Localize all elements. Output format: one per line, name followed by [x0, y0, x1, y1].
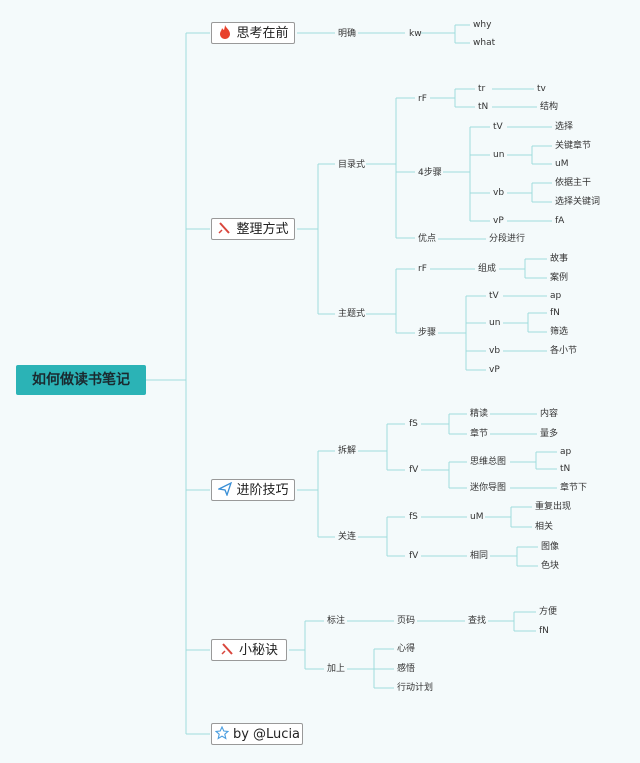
node-biaozhu[interactable]: 标注: [327, 616, 346, 626]
node-why[interactable]: why: [473, 20, 492, 30]
node-chaijie[interactable]: 拆解: [338, 446, 357, 456]
branch-author[interactable]: by @Lucia: [211, 723, 303, 745]
node-un[interactable]: un: [489, 318, 501, 328]
node-buzhou[interactable]: 步骤: [418, 328, 437, 338]
node-fangbian[interactable]: 方便: [539, 607, 558, 617]
node-buzhou4[interactable]: 4步骤: [418, 168, 442, 178]
node-gushi[interactable]: 故事: [550, 254, 569, 264]
node-zhutishi[interactable]: 主题式: [338, 309, 366, 319]
node-kw[interactable]: kw: [409, 29, 422, 39]
node-zhangjie[interactable]: 章节: [470, 429, 489, 439]
node-tV[interactable]: tV: [493, 122, 503, 132]
node-siweizongtu[interactable]: 思维总图: [470, 457, 507, 467]
node-fV[interactable]: fV: [409, 551, 419, 561]
node-what[interactable]: what: [473, 38, 496, 48]
branch-label: 进阶技巧: [236, 483, 289, 498]
node-anli[interactable]: 案例: [550, 273, 569, 283]
node-fN[interactable]: fN: [539, 626, 549, 636]
branch-label: 整理方式: [236, 222, 289, 237]
node-fenduanjinxing[interactable]: 分段进行: [489, 234, 526, 244]
node-fV[interactable]: fV: [409, 465, 419, 475]
node-yema[interactable]: 页码: [397, 616, 416, 626]
node-xuanze[interactable]: 选择: [555, 122, 574, 132]
node-tN[interactable]: tN: [560, 464, 571, 474]
node-un[interactable]: un: [493, 150, 505, 160]
pen-icon: [220, 640, 236, 662]
branch-advanced-skills[interactable]: 进阶技巧: [211, 479, 295, 501]
branch-label: 小秘诀: [238, 643, 278, 658]
node-zhangjiexia[interactable]: 章节下: [560, 483, 588, 493]
node-xuanzeguanjianci[interactable]: 选择关键词: [555, 197, 601, 207]
node-chongfuchuxian[interactable]: 重复出现: [535, 502, 572, 512]
star-icon: [214, 724, 230, 746]
node-jingdu[interactable]: 精读: [470, 409, 489, 419]
node-uM[interactable]: uM: [555, 159, 569, 169]
node-guanlian[interactable]: 关连: [338, 532, 357, 542]
branch-little-secrets[interactable]: 小秘诀: [211, 639, 287, 661]
node-liangduo[interactable]: 量多: [540, 429, 559, 439]
node-xiangguan[interactable]: 相关: [535, 522, 554, 532]
node-jiashang[interactable]: 加上: [327, 664, 346, 674]
node-tv[interactable]: tv: [537, 84, 546, 94]
node-sekuai[interactable]: 色块: [541, 561, 560, 571]
node-shaixuan[interactable]: 筛选: [550, 327, 569, 337]
branch-organize-method[interactable]: 整理方式: [211, 218, 295, 240]
branch-label: by @Lucia: [232, 727, 301, 742]
node-youdian[interactable]: 优点: [418, 234, 437, 244]
node-gexiaojie[interactable]: 各小节: [550, 346, 578, 356]
node-rF[interactable]: rF: [418, 264, 427, 274]
node-vP[interactable]: vP: [493, 216, 504, 226]
node-fN[interactable]: fN: [550, 308, 560, 318]
node-jiegou[interactable]: 结构: [540, 102, 559, 112]
branch-thinking-first[interactable]: 思考在前: [211, 22, 295, 44]
node-fA[interactable]: fA: [555, 216, 565, 226]
node-guanjianzhangjie[interactable]: 关键章节: [555, 141, 592, 151]
node-tuxiang[interactable]: 图像: [541, 542, 560, 552]
branch-label: 思考在前: [236, 26, 289, 41]
node-mulushi[interactable]: 目录式: [338, 160, 366, 170]
node-chazhao[interactable]: 查找: [468, 616, 487, 626]
root-topic[interactable]: 如何做读书笔记: [16, 365, 146, 395]
node-xiangtong[interactable]: 相同: [470, 551, 489, 561]
node-uM[interactable]: uM: [470, 512, 484, 522]
node-yijuzhugan[interactable]: 依据主干: [555, 178, 592, 188]
node-ap[interactable]: ap: [550, 291, 562, 301]
node-vb[interactable]: vb: [493, 188, 505, 198]
node-tV[interactable]: tV: [489, 291, 499, 301]
node-ap[interactable]: ap: [560, 447, 572, 457]
node-fS[interactable]: fS: [409, 419, 418, 429]
paper-plane-icon: [217, 480, 233, 502]
node-rF[interactable]: rF: [418, 94, 427, 104]
node-ganwu[interactable]: 感悟: [397, 664, 416, 674]
node-vb[interactable]: vb: [489, 346, 501, 356]
node-tr[interactable]: tr: [478, 84, 486, 94]
node-mingque[interactable]: 明确: [338, 29, 357, 39]
node-fS[interactable]: fS: [409, 512, 418, 522]
fire-icon: [217, 23, 233, 45]
node-tN[interactable]: tN: [478, 102, 489, 112]
node-vP[interactable]: vP: [489, 365, 500, 375]
pen-icon: [217, 219, 233, 241]
node-xingdongjihua[interactable]: 行动计划: [397, 683, 434, 693]
node-zucheng[interactable]: 组成: [478, 264, 497, 274]
node-xinde[interactable]: 心得: [397, 644, 416, 654]
node-miniidaotu[interactable]: 迷你导图: [470, 483, 507, 493]
node-neirong[interactable]: 内容: [540, 409, 559, 419]
